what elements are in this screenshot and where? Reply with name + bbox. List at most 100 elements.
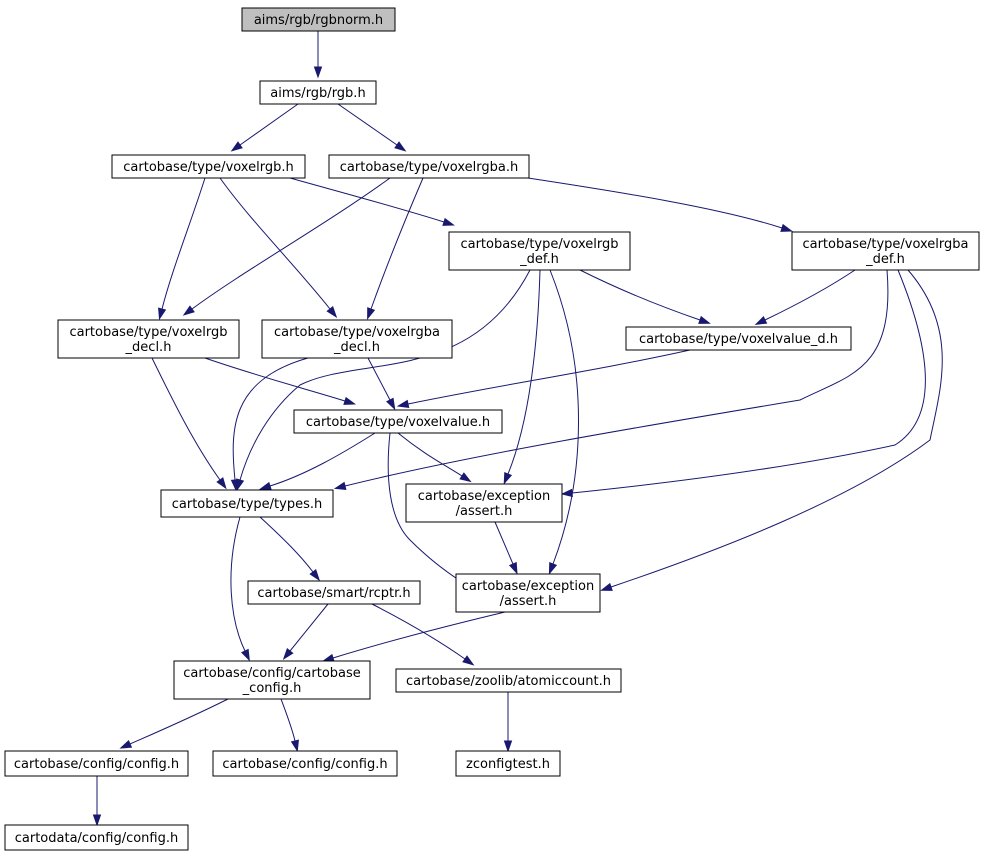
arrowhead-icon [442,217,455,226]
node-voxelrgba-def[interactable]: cartobase/type/voxelrgba_def.h [791,231,980,271]
edge-line [332,611,506,659]
edge-voxelrgba_def-to-types [333,269,889,490]
edge-cartobase_config-to-config1 [119,698,229,749]
arrowhead-icon [459,472,472,483]
edge-line [230,516,246,652]
node-cartobase-config[interactable]: cartobase/config/cartobase_config.h [173,660,371,700]
edge-voxelrgba_decl-to-types [230,357,309,492]
edge-line [289,603,329,652]
node-rgb[interactable]: aims/rgb/rgb.h [259,80,377,105]
node-label: cartobase/type/voxelrgba [274,325,440,340]
arrowhead-icon [396,399,410,409]
node-label: _decl.h [125,340,172,355]
edge-line [527,177,783,229]
arrowhead-icon [333,481,347,490]
node-voxelrgba-decl[interactable]: cartobase/type/voxelrgba_decl.h [261,319,453,359]
arrowhead-icon [754,315,768,325]
edge-assert2-to-cartobase_config [321,611,506,662]
edge-line [387,432,471,588]
arrowhead-icon [182,305,195,316]
node-box [448,231,631,271]
edge-voxelvalue_d-to-voxelvalue [396,349,691,409]
edge-rcptr-to-atomiccount [371,603,475,666]
node-voxelrgb[interactable]: cartobase/type/voxelrgb.h [111,154,306,179]
arrowhead-icon [158,307,167,321]
node-cartodata-config[interactable]: cartodata/config/config.h [4,824,189,851]
node-assert2[interactable]: cartobase/exception/assert.h [455,573,601,613]
edge-types-to-rcptr [259,516,321,582]
arrowhead-icon [230,479,240,492]
node-label: _def.h [519,252,559,267]
node-zconfigtest[interactable]: zconfigtest.h [455,750,561,777]
node-label: _decl.h [333,340,380,355]
node-box [455,573,601,613]
node-types[interactable]: cartobase/type/types.h [160,489,334,518]
edge-line [232,357,309,481]
node-box [625,326,852,351]
edge-rgbnorm-to-rgb [313,31,323,79]
arrowhead-icon [313,66,323,79]
node-box [395,668,622,693]
arrowhead-icon [560,488,573,498]
node-voxelrgb-def[interactable]: cartobase/type/voxelrgb_def.h [448,231,631,271]
edge-voxelrgba_def-to-assert1 [560,269,926,498]
edge-voxelrgb_def-to-voxelvalue_d [579,269,711,324]
node-config1[interactable]: cartobase/config/config.h [4,750,189,777]
edge-voxelrgb_def-to-assert2 [548,269,579,575]
node-atomiccount[interactable]: cartobase/zoolib/atomiccount.h [395,668,622,693]
nodes-layer: aims/rgb/rgbnorm.h aims/rgb/rgb.h cartobas… [4,7,980,851]
node-box [791,231,980,271]
arrowhead-icon [230,141,243,152]
arrowhead-icon [240,648,250,662]
node-box [111,154,306,179]
node-assert1[interactable]: cartobase/exception/assert.h [405,483,563,523]
edge-line [397,432,463,477]
node-rcptr[interactable]: cartobase/smart/rcptr.h [247,580,421,605]
edge-line [239,269,531,481]
arrowhead-icon [119,739,133,749]
arrowhead-icon [282,647,294,660]
edge-line [407,349,691,405]
node-label: cartobase/config/config.h [14,757,179,772]
edge-voxelrgba-to-voxelrgba_def [527,177,793,232]
node-label: _def.h [865,252,905,267]
arrowhead-icon [321,653,335,662]
arrowhead-icon [290,739,299,753]
edge-voxelrgb-to-voxelrgb_def [289,177,455,226]
node-config2[interactable]: cartobase/config/config.h [212,750,398,777]
edge-line [764,269,856,321]
arrowhead-icon [326,305,338,318]
node-label: cartobase/type/voxelrgba.h [340,160,518,175]
node-label: aims/rgb/rgb.h [270,86,365,101]
edge-voxelrgb-to-voxelrgba_decl [219,177,338,318]
edge-line [610,269,943,588]
edge-voxelrgba-to-voxelrgb_decl [182,177,391,316]
edge-line [370,177,424,310]
edge-line [204,357,346,402]
edge-voxelrgba_def-to-voxelvalue_d [754,269,856,325]
edges-layer [92,31,943,827]
node-voxelvalue[interactable]: cartobase/type/voxelvalue.h [293,409,503,434]
node-box [261,319,453,359]
node-label: /assert.h [456,504,513,519]
node-box [212,750,398,777]
edge-line [289,177,445,223]
edge-line [344,269,889,487]
edge-voxelrgba_def-to-assert2 [600,269,943,591]
node-voxelrgb-decl[interactable]: cartobase/type/voxelrgb_decl.h [57,319,240,359]
node-label: cartobase/type/voxelrgb.h [123,160,293,175]
edge-voxelvalue-to-assert1 [397,432,472,483]
node-voxelvalue-d[interactable]: cartobase/type/voxelvalue_d.h [625,326,852,351]
edge-voxelrgba-to-voxelrgba_decl [367,177,424,320]
edge-line [269,432,376,487]
node-label: cartobase/type/voxelvalue_d.h [639,332,838,347]
edge-line [129,698,229,745]
node-box [4,824,189,851]
node-box [405,483,563,523]
node-box [259,80,377,105]
node-voxelrgba[interactable]: cartobase/type/voxelrgba.h [328,154,530,179]
node-box [293,409,503,434]
node-label: aims/rgb/rgbnorm.h [254,13,383,28]
node-label: cartodata/config/config.h [15,831,178,846]
